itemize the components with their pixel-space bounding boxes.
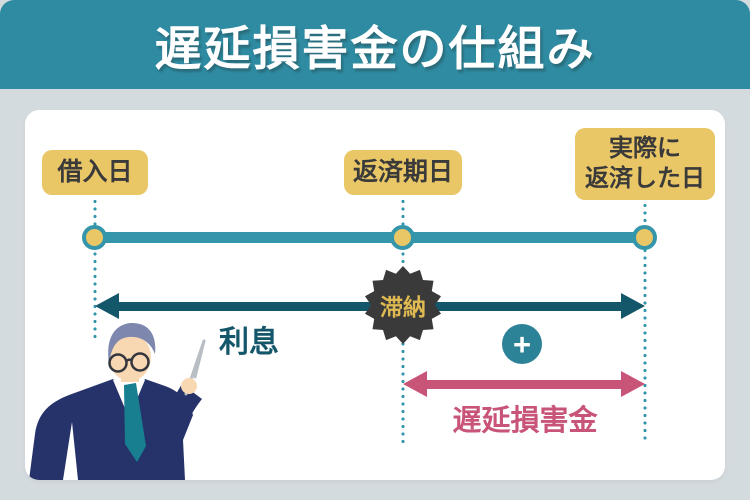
interest-arrowhead-right xyxy=(621,293,645,319)
dotted-line-actual-repay-date xyxy=(643,202,647,443)
late-fee-label: 遅延損害金 xyxy=(452,405,598,437)
milestone-label-actual-repay-date: 実際に 返済した日 xyxy=(575,128,715,200)
plus-icon: + xyxy=(502,324,542,364)
starburst-icon xyxy=(365,266,441,344)
timeline-node-actual-repay-date xyxy=(632,225,657,250)
milestone-label-due-date: 返済期日 xyxy=(344,150,462,195)
interest-label: 利息 xyxy=(219,326,279,359)
timeline-node-borrow-date xyxy=(82,225,107,250)
late-fee-arrow-body xyxy=(423,380,627,389)
delinquency-badge-text: 滞納 xyxy=(380,294,426,320)
timeline-node-due-date xyxy=(390,225,415,250)
late-fee-arrowhead-right xyxy=(621,371,645,397)
title-banner: 遅延損害金の仕組み xyxy=(0,0,750,89)
timeline-bar xyxy=(95,232,645,243)
glasses-icon xyxy=(108,352,150,373)
page-title: 遅延損害金の仕組み xyxy=(154,22,596,75)
milestone-label-borrow-date: 借入日 xyxy=(42,150,148,195)
presenter-illustration xyxy=(29,323,206,480)
dotted-line-borrow-date xyxy=(93,198,97,338)
delinquency-badge: 滞納 xyxy=(363,265,443,345)
diagram-card: 借入日 返済期日 実際に 返済した日 利息 滞納 + 遅延損害金 xyxy=(25,110,725,480)
